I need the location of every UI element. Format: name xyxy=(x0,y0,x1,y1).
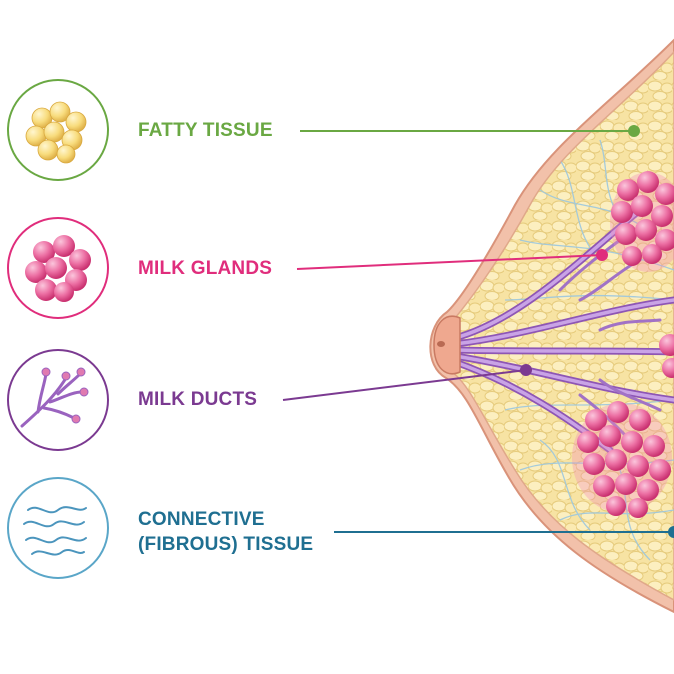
gland-lobule-icon xyxy=(7,217,109,319)
internal-structures xyxy=(451,139,674,561)
gland-lobule-edge xyxy=(659,334,674,378)
label-connective-tissue: CONNECTIVE (FIBROUS) TISSUE xyxy=(138,508,313,557)
gland-lobule-upper xyxy=(610,171,674,272)
label-connective-line1: CONNECTIVE xyxy=(138,509,265,530)
label-fatty-tissue: FATTY TISSUE xyxy=(138,120,273,141)
milk-ducts xyxy=(451,206,674,454)
label-connective-line2: (FIBROUS) TISSUE xyxy=(138,533,314,555)
fat-cell-cluster-icon xyxy=(7,79,109,181)
label-milk-glands: MILK GLANDS xyxy=(138,258,273,279)
branching-duct-icon xyxy=(7,349,109,451)
nipple xyxy=(433,315,461,375)
leader-line-glands xyxy=(296,249,608,270)
wavy-fibers-icon xyxy=(7,477,109,579)
leader-line-fatty xyxy=(300,125,640,137)
label-milk-ducts: MILK DUCTS xyxy=(138,389,258,410)
breast-cross-section xyxy=(429,38,674,614)
leader-lines xyxy=(282,125,674,538)
gland-lobule-lower xyxy=(572,401,672,518)
leader-line-ducts xyxy=(282,364,532,401)
leader-line-connective xyxy=(334,526,674,538)
